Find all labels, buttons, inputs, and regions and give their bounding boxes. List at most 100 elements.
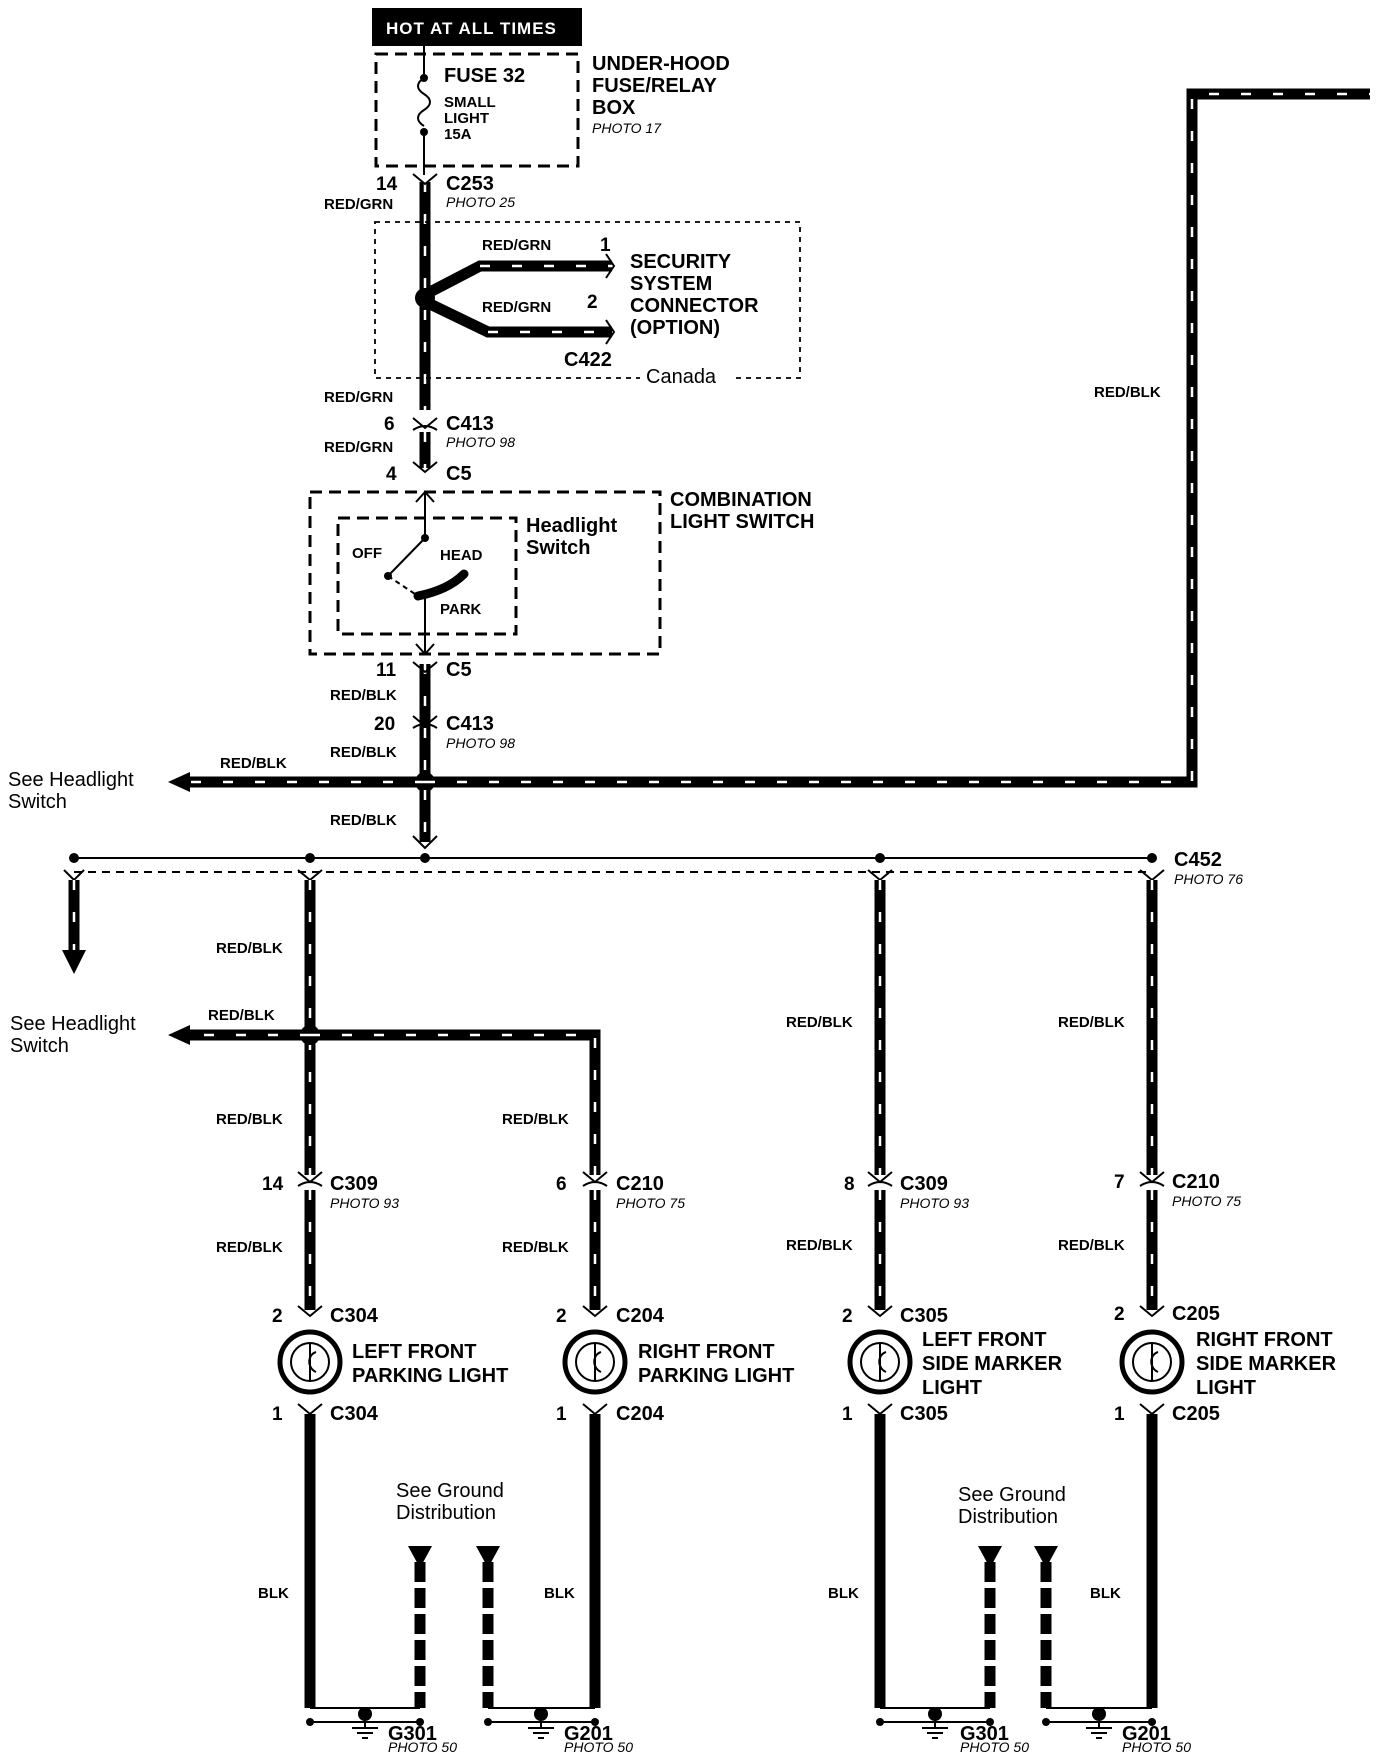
branch-1-wire-ground: BLK bbox=[258, 1585, 289, 1602]
branch-2-conn-in: C204 bbox=[616, 1305, 665, 1327]
branch-1-conn-out: C304 bbox=[330, 1403, 379, 1425]
c452-photo: PHOTO 76 bbox=[1174, 871, 1243, 887]
security-pin2: 2 bbox=[587, 292, 598, 313]
see-headlight-top-2: Switch bbox=[8, 791, 67, 813]
combo-title-2: LIGHT SWITCH bbox=[670, 511, 814, 533]
branch-3-pin-out: 1 bbox=[842, 1404, 853, 1425]
security-pin2-terminal bbox=[605, 319, 616, 345]
c452-name: C452 bbox=[1174, 849, 1222, 871]
headlight-switch-outline bbox=[336, 516, 518, 636]
connector-c413-top bbox=[412, 417, 438, 431]
ground-g201-right: G201 PHOTO 50 bbox=[1042, 1707, 1191, 1752]
branch-2-pin-mid: 6 bbox=[556, 1174, 567, 1195]
c253-photo: PHOTO 25 bbox=[446, 194, 515, 210]
branch-4-conn-in: C205 bbox=[1172, 1303, 1220, 1325]
fuse-32-icon bbox=[417, 77, 431, 127]
see-headlight-mid-1: See Headlight bbox=[10, 1013, 136, 1035]
branch-left-side-marker: RED/BLK 8 C309 PHOTO 93 RED/BLK 2 C305 L… bbox=[786, 1014, 1063, 1708]
ground-2-name: G201 bbox=[564, 1723, 613, 1745]
branch-2-wire-mid: RED/BLK bbox=[502, 1111, 569, 1128]
security-pin1: 1 bbox=[600, 235, 611, 256]
branch-3-wire-ground: BLK bbox=[828, 1585, 859, 1602]
fuse-desc-2: LIGHT bbox=[444, 110, 489, 127]
fuse-desc-1: SMALL bbox=[444, 94, 496, 111]
security-title-3: CONNECTOR bbox=[630, 295, 759, 317]
switch-park-arc bbox=[413, 569, 469, 601]
branch-1-photo-mid: PHOTO 93 bbox=[330, 1195, 399, 1211]
ground-g301-right: G301 PHOTO 50 bbox=[876, 1707, 1029, 1752]
c253-name: C253 bbox=[446, 173, 494, 195]
fusebox-title-1: UNDER-HOOD bbox=[592, 53, 730, 75]
see-headlight-mid-2: Switch bbox=[10, 1035, 69, 1057]
splice-security bbox=[415, 288, 435, 308]
connector-c413-bottom bbox=[412, 715, 438, 729]
security-wire1: RED/GRN bbox=[482, 237, 551, 254]
combination-switch-outline bbox=[308, 490, 662, 656]
splice-top-left-wire: RED/BLK bbox=[220, 755, 287, 772]
branch-3-name-3: LIGHT bbox=[922, 1377, 982, 1399]
c5-bottom-name: C5 bbox=[446, 659, 472, 681]
branch-2-photo-mid: PHOTO 75 bbox=[616, 1195, 685, 1211]
branch-3-wire-upper: RED/BLK bbox=[786, 1014, 853, 1031]
ground-4-name: G201 bbox=[1122, 1723, 1171, 1745]
branch-4-pin-out: 1 bbox=[1114, 1404, 1125, 1425]
security-pin1-terminal bbox=[605, 253, 616, 279]
ground-g301-left: G301 PHOTO 50 bbox=[306, 1707, 457, 1752]
headlight-switch-title-2: Switch bbox=[526, 537, 590, 559]
branch-4-pin-in: 2 bbox=[1114, 1304, 1125, 1325]
fuse-name: FUSE 32 bbox=[444, 65, 525, 87]
branch-3-name-2: SIDE MARKER bbox=[922, 1353, 1063, 1375]
switch-off-label: OFF bbox=[352, 545, 382, 562]
c413-bottom-photo: PHOTO 98 bbox=[446, 735, 515, 751]
branch-1-pin-out: 1 bbox=[272, 1404, 283, 1425]
ground-1-name: G301 bbox=[388, 1723, 437, 1745]
switch-lever bbox=[387, 537, 426, 577]
c413-top-wire-below: RED/GRN bbox=[324, 439, 393, 456]
ground-icon bbox=[922, 1722, 948, 1739]
branch-3-conn-in: C305 bbox=[900, 1305, 948, 1327]
see-headlight-top-1: See Headlight bbox=[8, 769, 134, 791]
branch-4-conn-out: C205 bbox=[1172, 1403, 1220, 1425]
c413-top-name: C413 bbox=[446, 413, 494, 435]
branch-4-wire-ground: BLK bbox=[1090, 1585, 1121, 1602]
branch-right-side-marker: RED/BLK 7 C210 PHOTO 75 RED/BLK 2 C205 R… bbox=[1058, 1014, 1337, 1708]
branch-1-name-2: PARKING LIGHT bbox=[352, 1365, 508, 1387]
connector-c5-top bbox=[412, 461, 438, 474]
ground-note-1-line2: Distribution bbox=[396, 1502, 496, 1524]
branch-4-name-3: LIGHT bbox=[1196, 1377, 1256, 1399]
ground-note-2-line2: Distribution bbox=[958, 1506, 1058, 1528]
branch-1-pin-in: 2 bbox=[272, 1306, 283, 1327]
arrow-to-headlight-top bbox=[168, 772, 190, 792]
branch-2-conn-mid: C210 bbox=[616, 1173, 664, 1195]
branch-3-photo-mid: PHOTO 93 bbox=[900, 1195, 969, 1211]
connector-c5-bottom bbox=[412, 661, 438, 674]
c5-top-name: C5 bbox=[446, 463, 472, 485]
c253-wire: RED/GRN bbox=[324, 196, 393, 213]
c5-top-pin: 4 bbox=[386, 464, 397, 485]
branch-1-conn-mid: C309 bbox=[330, 1173, 378, 1195]
switch-park-label: PARK bbox=[440, 601, 482, 618]
ground-2-photo: PHOTO 50 bbox=[564, 1739, 633, 1752]
fusebox-photo: PHOTO 17 bbox=[592, 120, 662, 136]
branch-3-conn-mid: C309 bbox=[900, 1173, 948, 1195]
c413-top-pin: 6 bbox=[384, 414, 395, 435]
branch-4-name-2: SIDE MARKER bbox=[1196, 1353, 1337, 1375]
branch-3-pin-in: 2 bbox=[842, 1306, 853, 1327]
splice-top-down-wire: RED/BLK bbox=[330, 812, 397, 829]
fuse-box-outline bbox=[374, 52, 580, 168]
security-wire2: RED/GRN bbox=[482, 299, 551, 316]
c253-pin: 14 bbox=[376, 174, 398, 195]
ground-stubs bbox=[408, 1546, 1058, 1708]
branch-2-pin-in: 2 bbox=[556, 1306, 567, 1327]
branch-3-wire-low: RED/BLK bbox=[786, 1237, 853, 1254]
branch-4-pin-mid: 7 bbox=[1114, 1172, 1125, 1193]
branch-1-pin-mid: 14 bbox=[262, 1174, 284, 1195]
branch-1-name-1: LEFT FRONT bbox=[352, 1341, 476, 1363]
security-connector: C422 bbox=[564, 349, 612, 371]
branch-2-pin-out: 1 bbox=[556, 1404, 567, 1425]
security-title-4: (OPTION) bbox=[630, 317, 720, 339]
branch-3-name-1: LEFT FRONT bbox=[922, 1329, 1046, 1351]
c413-top-photo: PHOTO 98 bbox=[446, 434, 515, 450]
c5-bottom-wire: RED/BLK bbox=[330, 687, 397, 704]
